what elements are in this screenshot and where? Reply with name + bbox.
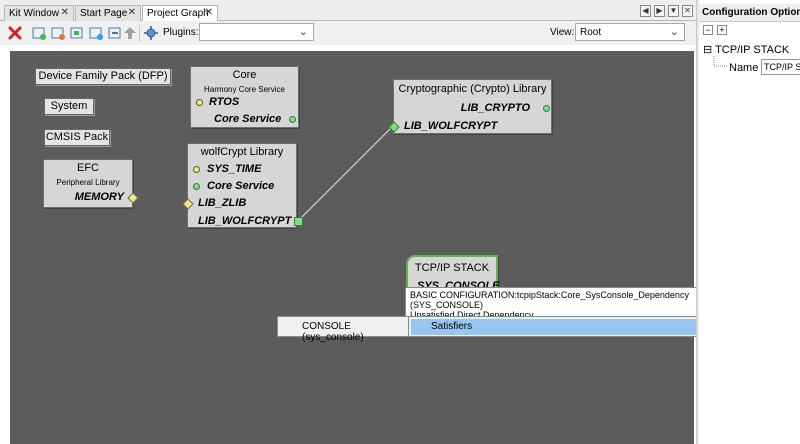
plugins-label: Plugins: [163, 27, 199, 38]
remove-component-icon[interactable] [50, 25, 66, 41]
view-value: Root [580, 27, 602, 38]
view-dropdown[interactable]: Root ⌄ [575, 23, 685, 41]
configuration-options-panel: Configuration Options − + ⊟ TCP/IP STACK… [699, 0, 800, 444]
name-label: Name [729, 62, 759, 74]
node-efc[interactable]: EFC Peripheral Library MEMORY [43, 159, 139, 208]
export-icon[interactable] [88, 25, 104, 41]
node-core[interactable]: Core Harmony Core Service RTOS Core Serv… [190, 66, 299, 128]
chevron-down-icon: ⌄ [669, 26, 679, 38]
capability-port-lib-wolfcrypt[interactable] [294, 217, 303, 226]
port-core-service: Core Service [214, 113, 282, 125]
menu-item-label: Satisfiers [431, 321, 473, 332]
port-rtos: RTOS [209, 96, 240, 108]
panel-title: Configuration Options [699, 4, 800, 22]
graph-toolbar: Plugins: ⌄ View: Root ⌄ [0, 21, 696, 45]
node-crypto-library[interactable]: Cryptographic (Crypto) Library LIB_CRYPT… [388, 79, 552, 134]
close-icon[interactable]: ✕ [204, 7, 213, 18]
node-title: Cryptographic (Crypto) Library [398, 83, 547, 95]
chip-system[interactable]: System [44, 98, 94, 115]
satisfiers-menu: Satisfiers › [408, 316, 758, 337]
tab-bar: Kit Window ✕ Start Page ✕ Project Graph … [0, 0, 696, 22]
tab-next-icon[interactable]: ▶ [654, 5, 665, 17]
tooltip-line: BASIC CONFIGURATION:tcpipStack:Core_SysC… [410, 290, 689, 310]
port-core-service: Core Service [207, 180, 275, 192]
port-sys-time: SYS_TIME [207, 163, 262, 175]
context-menu-item-console[interactable]: CONSOLE (sys_console) [277, 316, 409, 343]
dependency-port-core-service[interactable] [193, 183, 200, 190]
panel-splitter[interactable] [696, 0, 699, 444]
node-wolfcrypt-library[interactable]: wolfCrypt Library SYS_TIME Core Service … [182, 143, 303, 228]
node-title: wolfCrypt Library [200, 146, 284, 158]
node-subtitle: Harmony Core Service [204, 85, 285, 94]
node-title: Core [232, 69, 257, 81]
dependency-port-rtos[interactable] [196, 99, 203, 106]
generate-code-icon[interactable] [69, 25, 85, 41]
collapse-all-icon[interactable]: − [703, 25, 713, 35]
capability-port-lib-crypto[interactable] [543, 105, 550, 112]
port-lib-wolfcrypt: LIB_WOLFCRYPT [404, 120, 498, 132]
tab-label: Kit Window [9, 8, 60, 19]
chevron-down-icon: ⌄ [298, 26, 308, 38]
tab-start-page[interactable]: Start Page ✕ [75, 5, 141, 21]
name-field[interactable]: TCP/IP STACK [761, 59, 800, 75]
port-memory: MEMORY [74, 191, 124, 203]
tab-kit-window[interactable]: Kit Window ✕ [4, 5, 74, 21]
tab-list-icon[interactable]: ▼ [668, 5, 679, 17]
project-graph-canvas[interactable]: Device Family Pack (DFP) System CMSIS Pa… [10, 51, 694, 444]
tab-prev-icon[interactable]: ◀ [640, 5, 651, 17]
port-lib-zlib: LIB_ZLIB [198, 197, 247, 209]
chip-cmsis-pack[interactable]: CMSIS Pack [44, 129, 110, 146]
chip-dfp[interactable]: Device Family Pack (DFP) [35, 68, 171, 85]
expand-all-icon[interactable]: + [717, 25, 727, 35]
close-icon[interactable]: ✕ [127, 7, 136, 18]
view-label: View: [550, 27, 575, 38]
capability-port-core-service[interactable] [289, 116, 296, 123]
auto-arrange-icon[interactable] [143, 25, 159, 41]
tooltip-line: Unsatisfied Direct Dependency [410, 310, 534, 320]
move-up-icon[interactable] [122, 25, 138, 41]
connection-wire [297, 125, 394, 222]
tree-connector [713, 56, 728, 67]
node-subtitle: Peripheral Library [56, 178, 120, 187]
tab-project-graph[interactable]: Project Graph ✕ [142, 5, 218, 22]
tab-label: Project Graph [147, 8, 209, 19]
window-close-icon[interactable]: ✕ [682, 5, 693, 17]
delete-icon[interactable] [7, 25, 23, 41]
close-icon[interactable]: ✕ [60, 7, 69, 18]
port-lib-wolfcrypt: LIB_WOLFCRYPT [198, 215, 292, 227]
add-component-icon[interactable] [31, 25, 47, 41]
node-title: EFC [77, 162, 99, 174]
plugins-dropdown[interactable]: ⌄ [199, 23, 314, 41]
port-lib-crypto: LIB_CRYPTO [460, 102, 530, 114]
import-icon[interactable] [107, 25, 123, 41]
node-title: TCP/IP STACK [414, 262, 490, 274]
tab-label: Start Page [80, 8, 128, 19]
dependency-port-sys-time[interactable] [193, 166, 200, 173]
connection-wires [297, 125, 394, 222]
tree-node-tcpip-stack[interactable]: ⊟ TCP/IP STACK [703, 44, 790, 56]
toolbar-separator [139, 25, 140, 42]
